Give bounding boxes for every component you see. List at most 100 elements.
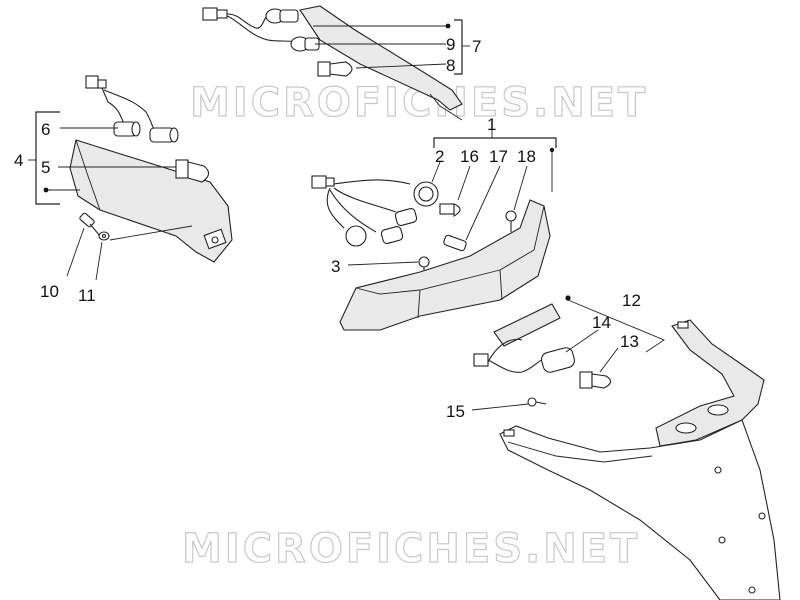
bracket-7 (454, 19, 463, 75)
callout-1: 1 (487, 115, 496, 134)
callout-11: 11 (78, 286, 96, 305)
screw-3 (418, 256, 430, 268)
wire-plate (487, 357, 547, 373)
socket-2-inner (418, 186, 434, 202)
mudguard-body (499, 419, 781, 600)
mudguard-hole-d (758, 512, 766, 520)
rear-lamp-housing (339, 199, 551, 331)
callout-18: 18 (517, 147, 536, 166)
mudguard-fold (507, 441, 653, 463)
connector-rear (311, 175, 327, 189)
bulb-13-glass (591, 373, 612, 389)
leader-11 (95, 241, 103, 281)
bulb-17 (443, 234, 467, 252)
mudguard-hole-e (718, 536, 726, 544)
callout-13: 13 (620, 332, 639, 351)
connector-top-plug (216, 9, 228, 19)
bulb-top-glass (329, 61, 353, 77)
mudguard-tab (677, 321, 689, 329)
washer-11-hole (101, 233, 107, 239)
bracket-12 (567, 299, 665, 353)
callout-12: 12 (622, 291, 641, 310)
front-light-left-assembly (28, 75, 233, 281)
housing-left-edge (75, 139, 101, 211)
socket-rear-c (345, 225, 367, 247)
watermark-bottom: MICROFICHES.NET (182, 526, 640, 572)
wire-top-a (226, 13, 269, 29)
wire-plate-b (487, 338, 523, 363)
bolt-10 (79, 212, 95, 228)
bulb-16-base (439, 203, 455, 215)
wire-rear-c (333, 187, 397, 213)
leader-18 (513, 165, 528, 211)
bolt-10-shank (89, 223, 101, 237)
leader-16 (457, 165, 471, 201)
front-light-top-assembly (202, 5, 470, 121)
leader-17 (465, 165, 501, 241)
connector-left-plug (97, 79, 107, 89)
housing-top-tab (429, 93, 463, 121)
bulb-13-base (579, 371, 593, 389)
bracket-4 (35, 111, 60, 205)
leader-10 (66, 227, 85, 277)
connector-rear-plug (325, 177, 335, 187)
callout-6: 6 (41, 120, 50, 139)
wire-rear-a (333, 179, 411, 185)
wire-left-a (101, 87, 125, 125)
rear-mudguard (499, 319, 781, 600)
callout-9: 9 (446, 35, 455, 54)
socket-top-a-body (279, 9, 299, 23)
leader-2 (431, 161, 441, 183)
rear-lamp-divider-b (499, 269, 503, 301)
plate-light-assembly (471, 295, 665, 411)
leader-11-b (109, 225, 193, 241)
leader-3 (347, 261, 419, 266)
bracket-1 (433, 137, 557, 148)
socket-left-a-end (131, 121, 141, 137)
callout-5: 5 (41, 158, 50, 177)
callout-7: 7 (472, 37, 481, 56)
housing-top-edge (299, 9, 321, 41)
leader-13 (599, 347, 619, 373)
lamp-housing-top (299, 5, 463, 111)
lamp-housing-left (69, 139, 233, 263)
callout-8: 8 (446, 56, 455, 75)
dot-4 (43, 187, 49, 193)
leader-15 (471, 403, 529, 411)
mudguard-tab-b (503, 429, 515, 437)
mudguard-hole-a (675, 422, 697, 434)
wire-left-b (103, 89, 157, 135)
callout-10: 10 (40, 282, 59, 301)
connector-plate (473, 353, 489, 367)
rear-lamp-divider-a (417, 289, 421, 319)
screw-15 (527, 397, 537, 407)
rear-light-assembly (311, 128, 557, 331)
callout-2: 2 (435, 147, 444, 166)
socket-left-b-end (169, 127, 179, 143)
wire-rear-d (329, 189, 377, 233)
plate-lens (493, 303, 561, 347)
socket-14 (540, 347, 576, 373)
callout-4: 4 (14, 151, 23, 170)
housing-left-hole (211, 236, 219, 244)
bulb-top-base (317, 61, 331, 77)
callout-17: 17 (489, 147, 508, 166)
dot-1 (549, 147, 555, 153)
leader-14 (565, 329, 599, 353)
screw-18 (505, 210, 517, 222)
connector-top (202, 7, 218, 21)
mudguard-hole-f (748, 586, 756, 594)
callout-15: 15 (446, 402, 465, 421)
callout-16: 16 (460, 147, 479, 166)
connector-left (85, 75, 99, 89)
socket-rear-d (380, 225, 404, 245)
bulb-16-glass (453, 203, 461, 217)
mudguard-upper (655, 319, 765, 447)
socket-rear-b (394, 207, 418, 227)
wire-rear-b (326, 187, 345, 229)
mudguard-hole-c (714, 466, 722, 474)
mudguard-hole-b (707, 404, 729, 416)
leader-8 (355, 63, 447, 69)
callout-14: 14 (592, 313, 611, 332)
